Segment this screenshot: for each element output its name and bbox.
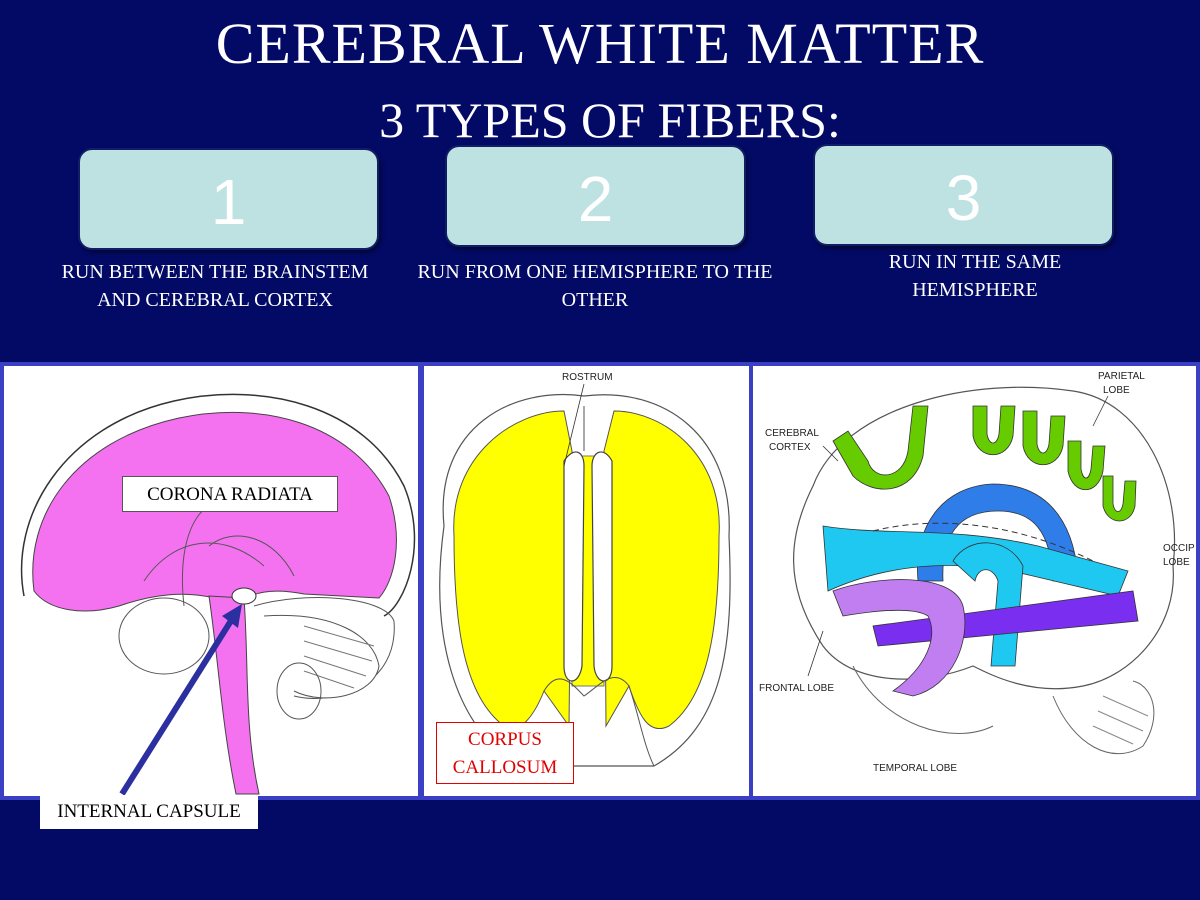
corpus-callosum-label: CORPUS CALLOSUM (436, 722, 574, 784)
left-hemisphere-fibers (453, 410, 573, 729)
fiber-type-3-box: 3 (813, 144, 1114, 246)
right-hemisphere-fibers (603, 410, 720, 729)
corona-radiata-label: CORONA RADIATA (122, 476, 338, 512)
brainstem-fibers (208, 595, 260, 795)
projection-fibers-figure: CORONA RADIATA (0, 362, 422, 800)
uncinate-fasciculus (832, 579, 966, 697)
commissural-fibers-figure: ROSTRUM CORPUS CALLOSUM (420, 362, 753, 800)
fiber-type-1-box: 1 (78, 148, 379, 250)
short-association-fibers (832, 405, 929, 490)
fiber-type-2-description: RUN FROM ONE HEMISPHERE TO THE OTHER (417, 261, 773, 311)
slide-title: CEREBRAL WHITE MATTER (215, 11, 985, 76)
fiber-type-3-description: RUN IN THE SAME HEMISPHERE (888, 251, 1062, 301)
left-ventricle (563, 451, 585, 682)
rostrum-label: ROSTRUM (562, 372, 613, 383)
right-ventricle (591, 451, 613, 682)
coronal-brain-drawing: ROSTRUM (439, 372, 731, 767)
sagittal-brain-drawing (20, 393, 416, 796)
corona-radiata-fibers (32, 411, 397, 617)
internal-capsule-label: INTERNAL CAPSULE (40, 795, 258, 829)
fiber-type-2-box: 2 (445, 145, 746, 247)
frontal-lobe-label: FRONTAL LOBE (759, 683, 834, 694)
slide-subtitle: 3 TYPES OF FIBERS: (379, 92, 841, 148)
internal-capsule-arrow (119, 614, 237, 796)
fiber-type-1-description: RUN BETWEEN THE BRAINSTEM AND CEREBRAL C… (61, 261, 369, 311)
temporal-lobe-label: TEMPORAL LOBE (873, 763, 957, 774)
